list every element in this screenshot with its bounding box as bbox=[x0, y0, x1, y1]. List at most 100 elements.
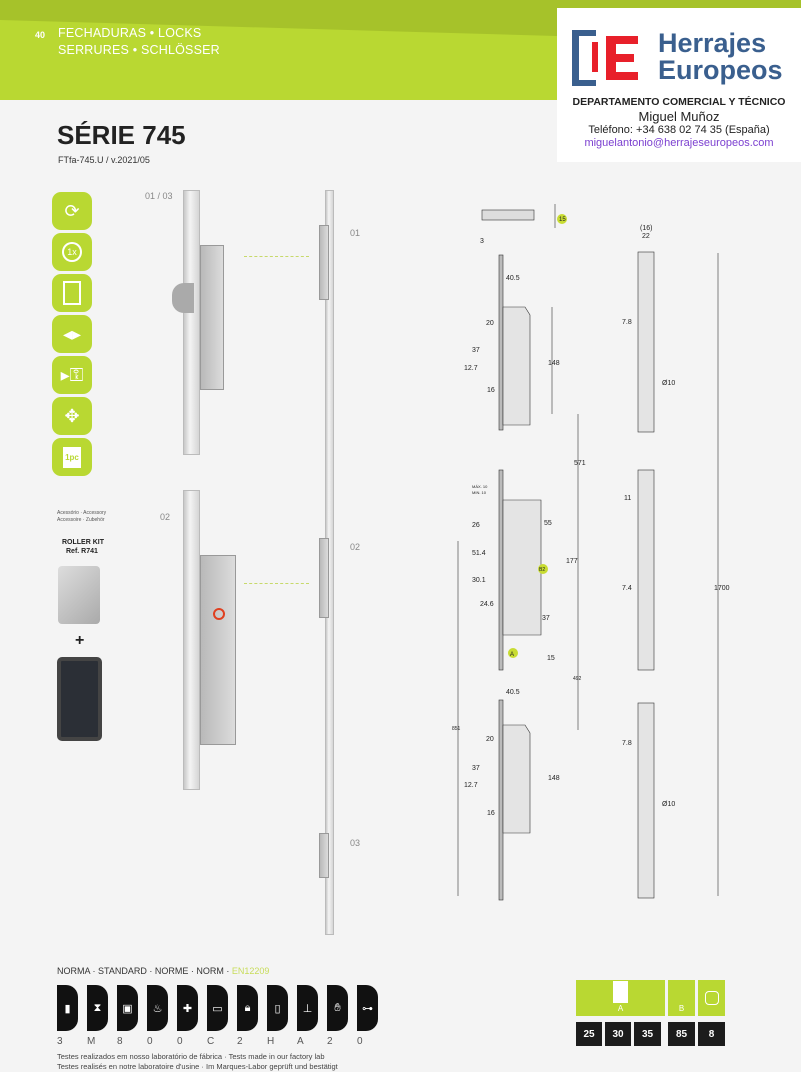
svg-text:15: 15 bbox=[547, 655, 555, 662]
bolt-detail bbox=[481, 204, 556, 228]
grade-4: 0 bbox=[147, 1036, 153, 1047]
grade-5: 0 bbox=[177, 1036, 183, 1047]
fire-icon: ♨ bbox=[147, 985, 168, 1031]
grade-10: 2 bbox=[327, 1036, 333, 1047]
faceplate-02 bbox=[183, 490, 200, 790]
mini-lock-02 bbox=[319, 538, 329, 618]
svg-text:16: 16 bbox=[487, 810, 495, 817]
hourglass-icon: ⧗ bbox=[87, 985, 108, 1031]
logo-text-2: Europeos bbox=[658, 55, 783, 85]
view-range-label: 01 / 03 bbox=[145, 191, 173, 201]
accessory-line1: Acessório · Accessory bbox=[57, 510, 107, 516]
hook-bolt bbox=[172, 283, 194, 313]
grade-11: 0 bbox=[357, 1036, 363, 1047]
corrosion-icon: ▭ bbox=[207, 985, 228, 1031]
backset-icon: ◂▸ bbox=[52, 315, 92, 353]
svg-text:571: 571 bbox=[574, 460, 586, 467]
mini-lock-03 bbox=[319, 833, 329, 878]
spec-label-b: B bbox=[678, 1004, 685, 1013]
svg-text:851: 851 bbox=[452, 726, 461, 732]
box-label: 1pc bbox=[63, 446, 81, 468]
svg-text:7.8: 7.8 bbox=[622, 740, 632, 747]
grade-2: M bbox=[87, 1036, 96, 1047]
spec-value: 30 bbox=[605, 1022, 631, 1046]
svg-text:30.1: 30.1 bbox=[472, 577, 486, 584]
norm-category-icon: ▮ bbox=[57, 985, 78, 1031]
spec-value: 85 bbox=[668, 1022, 695, 1046]
contact-email[interactable]: miguelantonio@herrajeseuropeos.com bbox=[584, 137, 774, 149]
svg-text:MIN. 10: MIN. 10 bbox=[472, 490, 487, 495]
svg-text:177: 177 bbox=[566, 558, 578, 565]
plus-sign: + bbox=[75, 632, 85, 649]
rotation-label: 1x bbox=[62, 242, 82, 262]
roller-kit-title: ROLLER KIT bbox=[62, 539, 104, 546]
footnote-1: Testes realizados em nosso laboratório d… bbox=[57, 1052, 325, 1061]
svg-text:20: 20 bbox=[486, 736, 494, 743]
spindle-hole bbox=[213, 608, 225, 620]
svg-text:24.6: 24.6 bbox=[480, 601, 494, 608]
door-type-icon: ▯ bbox=[267, 985, 288, 1031]
lock-case-01 bbox=[200, 245, 224, 390]
svg-text:15: 15 bbox=[559, 217, 566, 223]
norm-label-text: NORMA · STANDARD · NORME · NORM · bbox=[57, 966, 232, 976]
view-label-01: 01 bbox=[350, 228, 361, 238]
adjust-icon: ✥ bbox=[52, 397, 92, 435]
herrajes-logo bbox=[572, 30, 638, 86]
product-reference: FTfa-745.U / v.2021/05 bbox=[58, 155, 150, 165]
weight-icon: ▣ bbox=[117, 985, 138, 1031]
svg-text:12.7: 12.7 bbox=[464, 365, 478, 372]
department: DEPARTAMENTO COMERCIAL Y TÉCNICO bbox=[572, 96, 786, 108]
reversible-icon: ⟳ bbox=[52, 192, 92, 230]
contact-card bbox=[557, 8, 801, 162]
spec-distance-b: B bbox=[668, 980, 695, 1016]
category-line2: SERRURES • SCHLÖSSER bbox=[58, 43, 220, 57]
grade-6: C bbox=[207, 1036, 215, 1047]
spec-value: 8 bbox=[698, 1022, 725, 1046]
lock-case-02 bbox=[200, 555, 236, 745]
view-label-02: 02 bbox=[350, 542, 361, 552]
svg-text:7.8: 7.8 bbox=[622, 319, 632, 326]
faceplate-01 bbox=[183, 190, 200, 455]
spec-label-a: A bbox=[617, 1004, 624, 1013]
norm-value: EN12209 bbox=[231, 966, 270, 976]
spec-value: 25 bbox=[576, 1022, 602, 1046]
view-label-03: 03 bbox=[350, 838, 361, 848]
svg-text:55: 55 bbox=[544, 520, 552, 527]
contact-name: Miguel Muñoz bbox=[638, 109, 720, 124]
view-label-02-left: 02 bbox=[160, 512, 171, 522]
grade-9: A bbox=[297, 1036, 304, 1047]
handle-image bbox=[57, 657, 102, 741]
guide-line-02 bbox=[244, 583, 309, 584]
padlock-icon: 🔒︎ bbox=[237, 985, 258, 1031]
svg-text:Ø10: Ø10 bbox=[662, 801, 675, 808]
svg-text:B2: B2 bbox=[539, 567, 545, 573]
svg-text:3: 3 bbox=[480, 238, 484, 245]
accessory-line2: Accessoire · Zubehör bbox=[57, 517, 105, 523]
roller-kit-ref: Ref. R741 bbox=[66, 548, 98, 555]
svg-text:A: A bbox=[510, 652, 514, 658]
backset-icon-graphic bbox=[613, 981, 628, 1003]
grade-1: 3 bbox=[57, 1036, 63, 1047]
box-1pc-icon: 1pc bbox=[52, 438, 92, 476]
norm-label: NORMA · STANDARD · NORME · NORM · EN1220… bbox=[57, 966, 269, 976]
grade-8: H bbox=[267, 1036, 275, 1047]
hand-icon: ✋︎ bbox=[327, 985, 348, 1031]
svg-text:148: 148 bbox=[548, 775, 560, 782]
svg-text:51.4: 51.4 bbox=[472, 550, 486, 557]
svg-text:MÁX. 10: MÁX. 10 bbox=[472, 484, 488, 489]
svg-text:26: 26 bbox=[472, 522, 480, 529]
svg-text:148: 148 bbox=[548, 360, 560, 367]
mini-lock-01 bbox=[319, 225, 329, 300]
svg-text:Ø10: Ø10 bbox=[662, 380, 675, 387]
latch-icon: ▸⚿ bbox=[52, 356, 92, 394]
category-line1: FECHADURAS • LOCKS bbox=[58, 26, 202, 40]
rotation-icon: 1x bbox=[52, 233, 92, 271]
svg-text:16: 16 bbox=[487, 387, 495, 394]
svg-text:22: 22 bbox=[642, 233, 650, 240]
page-title: SÉRIE 745 bbox=[57, 120, 186, 150]
spec-value: 35 bbox=[634, 1022, 661, 1046]
svg-text:1700: 1700 bbox=[714, 585, 730, 592]
spec-spindle bbox=[698, 980, 725, 1016]
svg-text:37: 37 bbox=[472, 347, 480, 354]
